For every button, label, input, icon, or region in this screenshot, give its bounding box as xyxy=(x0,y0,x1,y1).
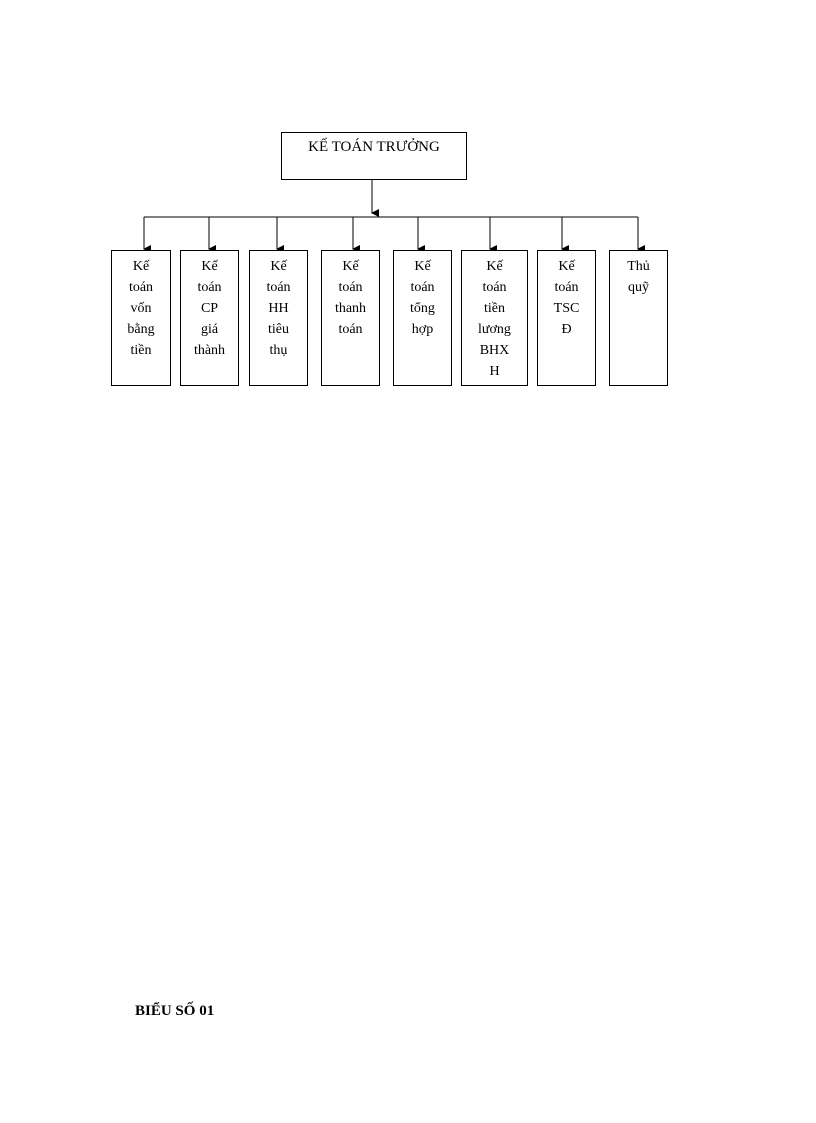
node-text-line: CP xyxy=(200,301,219,316)
node-text-line: tiền xyxy=(130,343,152,358)
node-text-line: thụ xyxy=(269,343,288,358)
node-text-line: toán xyxy=(338,322,363,337)
node-text-line: toán xyxy=(410,280,435,295)
root-node-label: KẾ TOÁN TRƯỞNG xyxy=(308,139,440,155)
node-text-line: thanh xyxy=(334,301,367,316)
root-node-chief-accountant: KẾ TOÁN TRƯỞNG xyxy=(281,132,467,180)
node-text-line: thành xyxy=(193,343,226,358)
node-text-line: toán xyxy=(482,280,507,295)
node-text-line: Kế xyxy=(558,259,575,274)
child-node-payment-accounting: Kế toán thanh toán xyxy=(321,250,380,386)
node-text-line: TSC xyxy=(553,301,580,316)
child-node-treasurer: Thủ quỹ xyxy=(609,250,668,386)
node-text-line: toán xyxy=(197,280,222,295)
child-node-goods-sales-accounting: Kế toán HH tiêu thụ xyxy=(249,250,308,386)
node-text-line: Đ xyxy=(561,322,572,337)
node-text-line: toán xyxy=(338,280,363,295)
node-text-line: Kế xyxy=(414,259,431,274)
node-text-line: giá xyxy=(200,322,219,337)
node-text-line: vốn xyxy=(130,301,152,316)
node-text-line: Kế xyxy=(486,259,503,274)
node-text-line: BHX xyxy=(479,343,510,358)
node-text-line: Kế xyxy=(132,259,150,274)
node-text-line: hợp xyxy=(411,322,434,337)
node-text-line: toán xyxy=(128,280,154,295)
figure-label: BIỂU SỐ 01 xyxy=(135,1003,215,1019)
node-text-line: tiêu xyxy=(268,322,289,337)
node-text-line: tiền xyxy=(484,301,505,316)
node-text-line: toán xyxy=(266,280,291,295)
child-node-general-accounting: Kế toán tổng hợp xyxy=(393,250,452,386)
node-text-line: H xyxy=(489,364,500,379)
node-text-line: HH xyxy=(268,301,289,316)
node-text-line: Kế xyxy=(201,259,218,274)
node-text-line: toán xyxy=(554,280,579,295)
child-node-cost-accounting: Kế toán CP giá thành xyxy=(180,250,239,386)
node-text-line: lương xyxy=(478,322,511,337)
child-node-payroll-insurance-accounting: Kế toán tiền lương BHX H xyxy=(461,250,528,386)
node-text-line: bằng xyxy=(127,322,155,337)
child-node-cash-accounting: Kế toán vốn bằng tiền xyxy=(111,250,171,386)
node-text-line: Thủ xyxy=(627,259,650,274)
node-text-line: Kế xyxy=(270,259,287,274)
child-node-fixed-assets-accounting: Kế toán TSC Đ xyxy=(537,250,596,386)
node-text-line: tổng xyxy=(410,301,435,316)
node-text-line: Kế xyxy=(342,259,359,274)
node-text-line: quỹ xyxy=(628,280,649,295)
